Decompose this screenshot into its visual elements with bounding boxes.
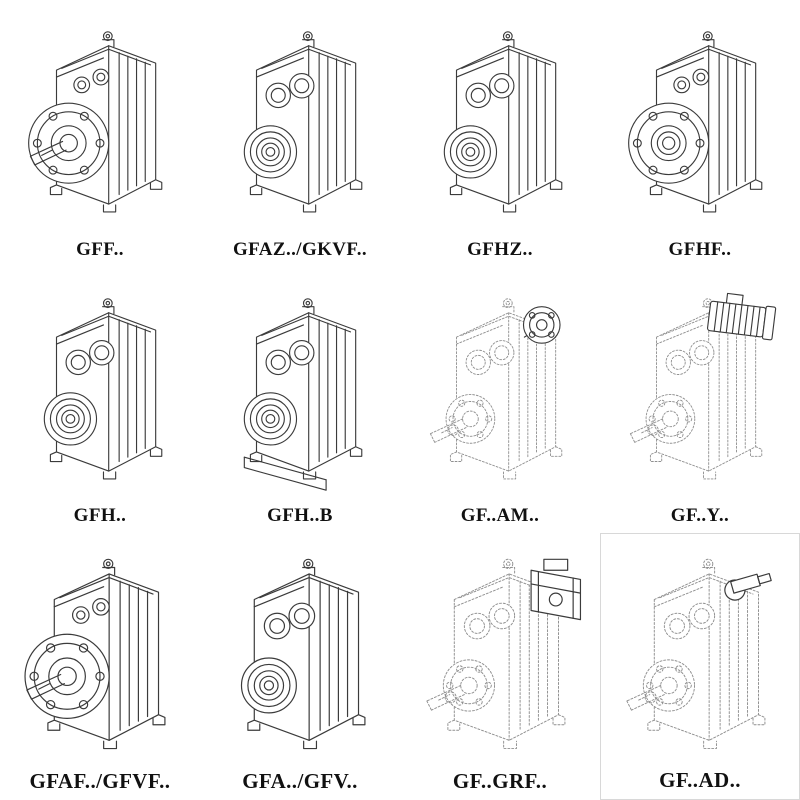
gearbox-hollow-shaft-icon — [443, 31, 563, 213]
cell-gff: GFF.. — [0, 0, 200, 267]
gearbox-hollow-shaft-icon — [243, 31, 363, 213]
gff-label: GFF.. — [76, 238, 124, 260]
cell-gfaz-gkvf: GFAZ../GKVF.. — [200, 0, 400, 267]
cell-gf-grf: GF..GRF.. — [400, 533, 600, 800]
gfh-label: GFH.. — [73, 505, 127, 527]
gearbox-gear-adapter-icon — [426, 558, 582, 750]
cell-gf-am: GF..AM.. — [400, 267, 600, 534]
gf-ad-label: GF..AD.. — [659, 767, 741, 792]
gfhz-drawing — [402, 6, 598, 237]
gearbox-flange-shaft-icon — [24, 558, 166, 750]
gearbox-hollow-shaft-icon — [240, 558, 366, 750]
gearbox-flange-hollow-icon — [628, 31, 763, 213]
gearbox-hollow-shaft-base-icon — [243, 298, 363, 491]
gfaf-label: GFAF../GFVF.. — [29, 768, 171, 793]
cell-gfh-b: GFH..B — [200, 267, 400, 534]
gfh-drawing — [2, 273, 198, 504]
cell-gfaf-gfvf: GFAF../GFVF.. — [0, 533, 200, 800]
gff-drawing — [2, 6, 198, 237]
cell-gf-y: GF..Y.. — [600, 267, 800, 534]
gearbox-flange-shaft-icon — [28, 31, 163, 213]
gearbox-hollow-shaft-icon — [43, 298, 163, 480]
gf-grf-label: GF..GRF.. — [452, 768, 548, 793]
cell-gfhz: GFHZ.. — [400, 0, 600, 267]
gf-am-label: GF..AM.. — [460, 505, 540, 527]
gearbox-iec-adapter-icon — [429, 298, 563, 480]
cell-gfh: GFH.. — [0, 267, 200, 534]
gearbox-with-motor-icon — [629, 292, 777, 480]
gfh-b-drawing — [202, 273, 398, 504]
gf-y-drawing — [602, 273, 798, 504]
gf-y-label: GF..Y.. — [670, 505, 730, 527]
gfhz-label: GFHZ.. — [467, 238, 533, 260]
cell-gfhf: GFHF.. — [600, 0, 800, 267]
gfh-b-label: GFH..B — [267, 505, 333, 527]
gf-ad-drawing — [603, 540, 797, 766]
gearbox-input-shaft-adapter-icon — [626, 558, 772, 750]
gfaz-label: GFAZ../GKVF.. — [233, 238, 367, 260]
gfhf-drawing — [602, 6, 798, 237]
cell-gf-ad: GF..AD.. — [600, 533, 800, 800]
gfhf-label: GFHF.. — [668, 238, 732, 260]
gfaf-drawing — [2, 539, 198, 767]
gfaz-drawing — [202, 6, 398, 237]
gf-grf-drawing — [402, 539, 598, 767]
gf-am-drawing — [402, 273, 598, 504]
cell-gfa-gfv: GFA../GFV.. — [200, 533, 400, 800]
gfa-label: GFA../GFV.. — [242, 768, 358, 793]
gfa-drawing — [202, 539, 398, 767]
